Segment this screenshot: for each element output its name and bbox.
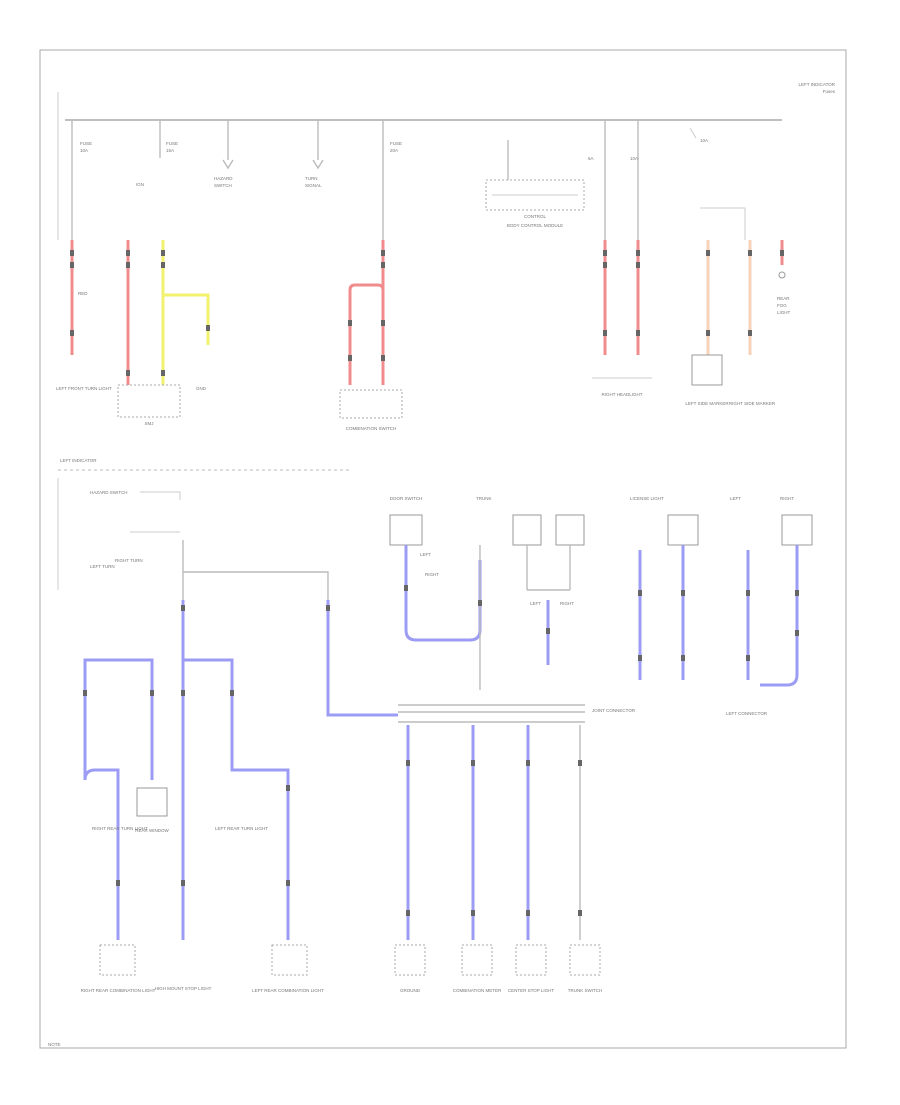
svg-text:GND: GND [196, 386, 207, 391]
svg-text:5A: 5A [588, 156, 594, 161]
marker-feed [700, 207, 746, 240]
svg-text:20A: 20A [390, 148, 398, 153]
connector-stack-7 [406, 760, 582, 916]
bottom-feed [183, 571, 395, 716]
svg-text:RIGHT: RIGHT [780, 496, 794, 501]
label-right-headlight: RIGHT HEADLIGHT [602, 392, 643, 397]
svg-text:10A: 10A [630, 156, 638, 161]
connector-stack-5 [706, 250, 784, 336]
connector-stack-3 [348, 250, 385, 361]
label-center-stop-light: CENTER STOP LIGHT [508, 988, 555, 993]
svg-text:TURN: TURN [305, 176, 318, 181]
svg-text:HAZARD: HAZARD [214, 176, 233, 181]
svg-text:LEFT: LEFT [420, 552, 431, 557]
control-module [485, 179, 585, 211]
hazard-switch-lever [140, 491, 181, 500]
svg-text:15A: 15A [166, 148, 174, 153]
label-body-control-module: BODY CONTROL MODULE [507, 223, 563, 228]
bottom-box-5 [461, 944, 493, 976]
label-left-front-turn-light: LEFT FRONT TURN LIGHT [56, 386, 112, 391]
svg-text:RIGHT: RIGHT [425, 572, 439, 577]
label-joint-connector: JOINT CONNECTOR [592, 708, 636, 713]
arrow-4 [312, 159, 324, 170]
left-side-marker-box [691, 354, 723, 386]
svg-text:SIGNAL: SIGNAL [305, 183, 322, 188]
combination-switch-box [339, 389, 403, 419]
bottom-section: HAZARD SWITCH LEFT TURN RIGHT TURN JOINT… [81, 490, 813, 993]
bottom-box-1 [99, 944, 136, 976]
drop-8 [689, 127, 697, 139]
label-left-connector: LEFT CONNECTOR [726, 711, 768, 716]
connector-stack-6 [83, 605, 330, 886]
svg-text:FOG: FOG [777, 303, 787, 308]
label-left-rear-turn-light: LEFT REAR TURN LIGHT [215, 826, 268, 831]
svg-text:FUSE: FUSE [166, 141, 178, 146]
wire-blue-loop-1 [83, 658, 154, 780]
svg-text:SWITCH: SWITCH [214, 183, 232, 188]
label-trunk-switch: TRUNK SWITCH [568, 988, 603, 993]
wire-blue-loop-2 [83, 768, 120, 940]
svg-text:LEFT: LEFT [530, 601, 541, 606]
svg-text:FUSE: FUSE [80, 141, 92, 146]
connector-stack-4 [603, 250, 640, 336]
label-bottom-section: LEFT INDICATOR [60, 458, 97, 463]
label-left-turn: LEFT TURN [90, 564, 115, 569]
svg-text:LEFT: LEFT [730, 496, 741, 501]
svg-text:CONTROL: CONTROL [524, 214, 546, 219]
label-left-rear-combination-light: LEFT REAR COMBINATION LIGHT [252, 988, 324, 993]
svg-text:RIGHT: RIGHT [560, 601, 574, 606]
label-smj: SMJ [145, 421, 154, 426]
footnote: NOTE [48, 1042, 61, 1047]
svg-text:10A: 10A [80, 148, 88, 153]
arrow-3 [222, 159, 234, 170]
wire-red-loop [348, 283, 385, 385]
label-right-rear-combination-light: RIGHT REAR COMBINATION LIGHT [81, 988, 156, 993]
label-rear-window: REAR WINDOW [135, 828, 169, 833]
label-ground: GROUND [400, 988, 421, 993]
corner-note: Fuses [823, 89, 836, 94]
corner-label: LEFT INDICATOR [798, 82, 835, 87]
label-right-side-marker: RIGHT SIDE MARKER [729, 401, 776, 406]
bottom-box-6 [515, 944, 547, 976]
svg-text:RED: RED [78, 291, 88, 296]
svg-text:LIGHT: LIGHT [777, 310, 791, 315]
label-license-light: LICENSE LIGHT [630, 496, 664, 501]
label-door-switch: DOOR SWITCH [390, 496, 423, 501]
wire-blue-loop-3 [183, 658, 290, 940]
svg-text:FUSE: FUSE [390, 141, 402, 146]
bottom-box-3 [271, 944, 308, 976]
smj-block [117, 384, 181, 418]
bottom-box-4 [394, 944, 426, 976]
svg-text:IGN: IGN [136, 182, 144, 187]
svg-text:10A: 10A [700, 138, 708, 143]
wire-yellow-2 [163, 293, 210, 345]
switch-column-4: LEFT CONNECTOR RIGHT LEFT [726, 496, 813, 716]
label-right-rear-turn-light: RIGHT REAR TURN LIGHT [92, 826, 148, 831]
switch-column-1: DOOR SWITCH LEFT RIGHT TRUNK [389, 496, 492, 690]
ground-point [778, 271, 786, 279]
rear-window-box [136, 787, 168, 817]
label-high-mount-stop-light: HIGH MOUNT STOP LIGHT [155, 986, 212, 991]
connector-stack-2 [126, 250, 210, 376]
svg-text:REAR: REAR [777, 296, 790, 301]
switch-column-3: LICENSE LIGHT [630, 496, 699, 680]
svg-text:TRUNK: TRUNK [476, 496, 492, 501]
label-hazard-switch: HAZARD SWITCH [90, 490, 128, 495]
diagram-frame [39, 49, 847, 1049]
label-combination-meter: COMBINATION METER [453, 988, 502, 993]
label-right-turn: RIGHT TURN [115, 558, 143, 563]
label-combination-switch: COMBINATION SWITCH [346, 426, 396, 431]
bottom-box-7 [569, 944, 601, 976]
label-left-side-marker: LEFT SIDE MARKER [685, 401, 729, 406]
switch-column-2: LEFT RIGHT [512, 514, 585, 665]
wire-blue-feed [326, 600, 398, 717]
